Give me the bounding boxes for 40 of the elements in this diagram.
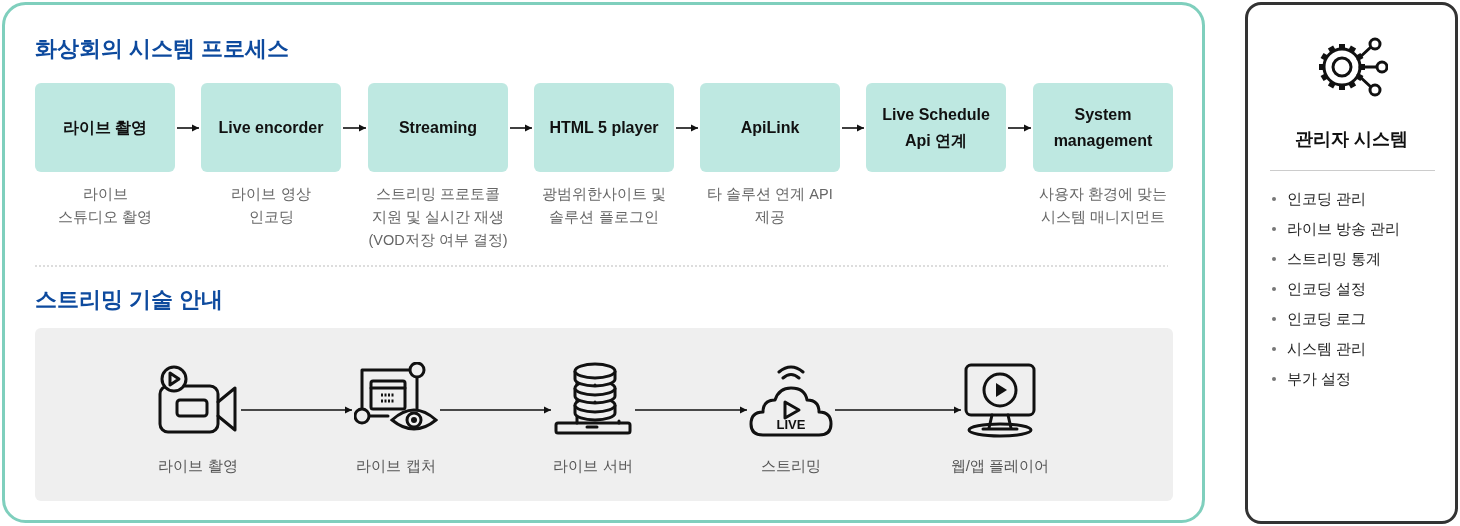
live-text: LIVE <box>775 417 807 432</box>
arrow <box>509 124 533 132</box>
process-box: Live encorder <box>201 83 341 172</box>
arrow <box>439 406 552 414</box>
process-box: System management <box>1033 83 1173 172</box>
section-heading: 스트리밍 기술 안내 <box>35 286 224 314</box>
arrow <box>834 406 962 414</box>
arrow <box>841 124 865 132</box>
arrow <box>634 406 748 414</box>
step-description: 타 솔루션 연계 API 제공 <box>706 185 834 227</box>
side-panel <box>1245 2 1458 524</box>
process-box: 라이브 촬영 <box>35 83 175 172</box>
process-box: Streaming <box>368 83 508 172</box>
list-item: 스트리밍 통계 <box>1287 250 1382 269</box>
arrow <box>675 124 699 132</box>
process-box: Live Schedule Api 연계 <box>866 83 1006 172</box>
process-box: ApiLink <box>700 83 840 172</box>
list-item: 시스템 관리 <box>1287 340 1367 359</box>
arrow <box>1007 124 1032 132</box>
section-heading: 화상회의 시스템 프로세스 <box>35 35 290 63</box>
icon-caption: 웹/앱 플레이어 <box>949 457 1051 476</box>
arrow <box>176 124 200 132</box>
arrow <box>342 124 367 132</box>
icon-caption: 스트리밍 <box>760 457 822 476</box>
arrow <box>240 406 353 414</box>
list-item: 부가 설정 <box>1287 370 1352 389</box>
step-description: 광범위한사이트 및 솔루션 플로그인 <box>541 185 667 227</box>
step-description: 라이브 스튜디오 촬영 <box>57 185 153 227</box>
icon-caption: 라이브 서버 <box>552 457 634 476</box>
step-description: 스트리밍 프로토콜 지원 및 실시간 재생 (VOD저장 여부 결정) <box>367 185 509 250</box>
icon-caption: 라이브 캡처 <box>355 457 437 476</box>
step-description: 라이브 영상 인코딩 <box>230 185 312 227</box>
step-description: 사용자 환경에 맞는 시스템 매니지먼트 <box>1037 185 1169 227</box>
list-item: 인코딩 로그 <box>1287 310 1367 329</box>
icon-caption: 라이브 촬영 <box>157 457 239 476</box>
list-item: 인코딩 설정 <box>1287 280 1367 299</box>
list-item: 인코딩 관리 <box>1287 190 1367 209</box>
list-item: 라이브 방송 관리 <box>1287 220 1401 239</box>
process-box: HTML 5 player <box>534 83 674 172</box>
panel-title: 관리자 시스템 <box>1294 128 1409 151</box>
